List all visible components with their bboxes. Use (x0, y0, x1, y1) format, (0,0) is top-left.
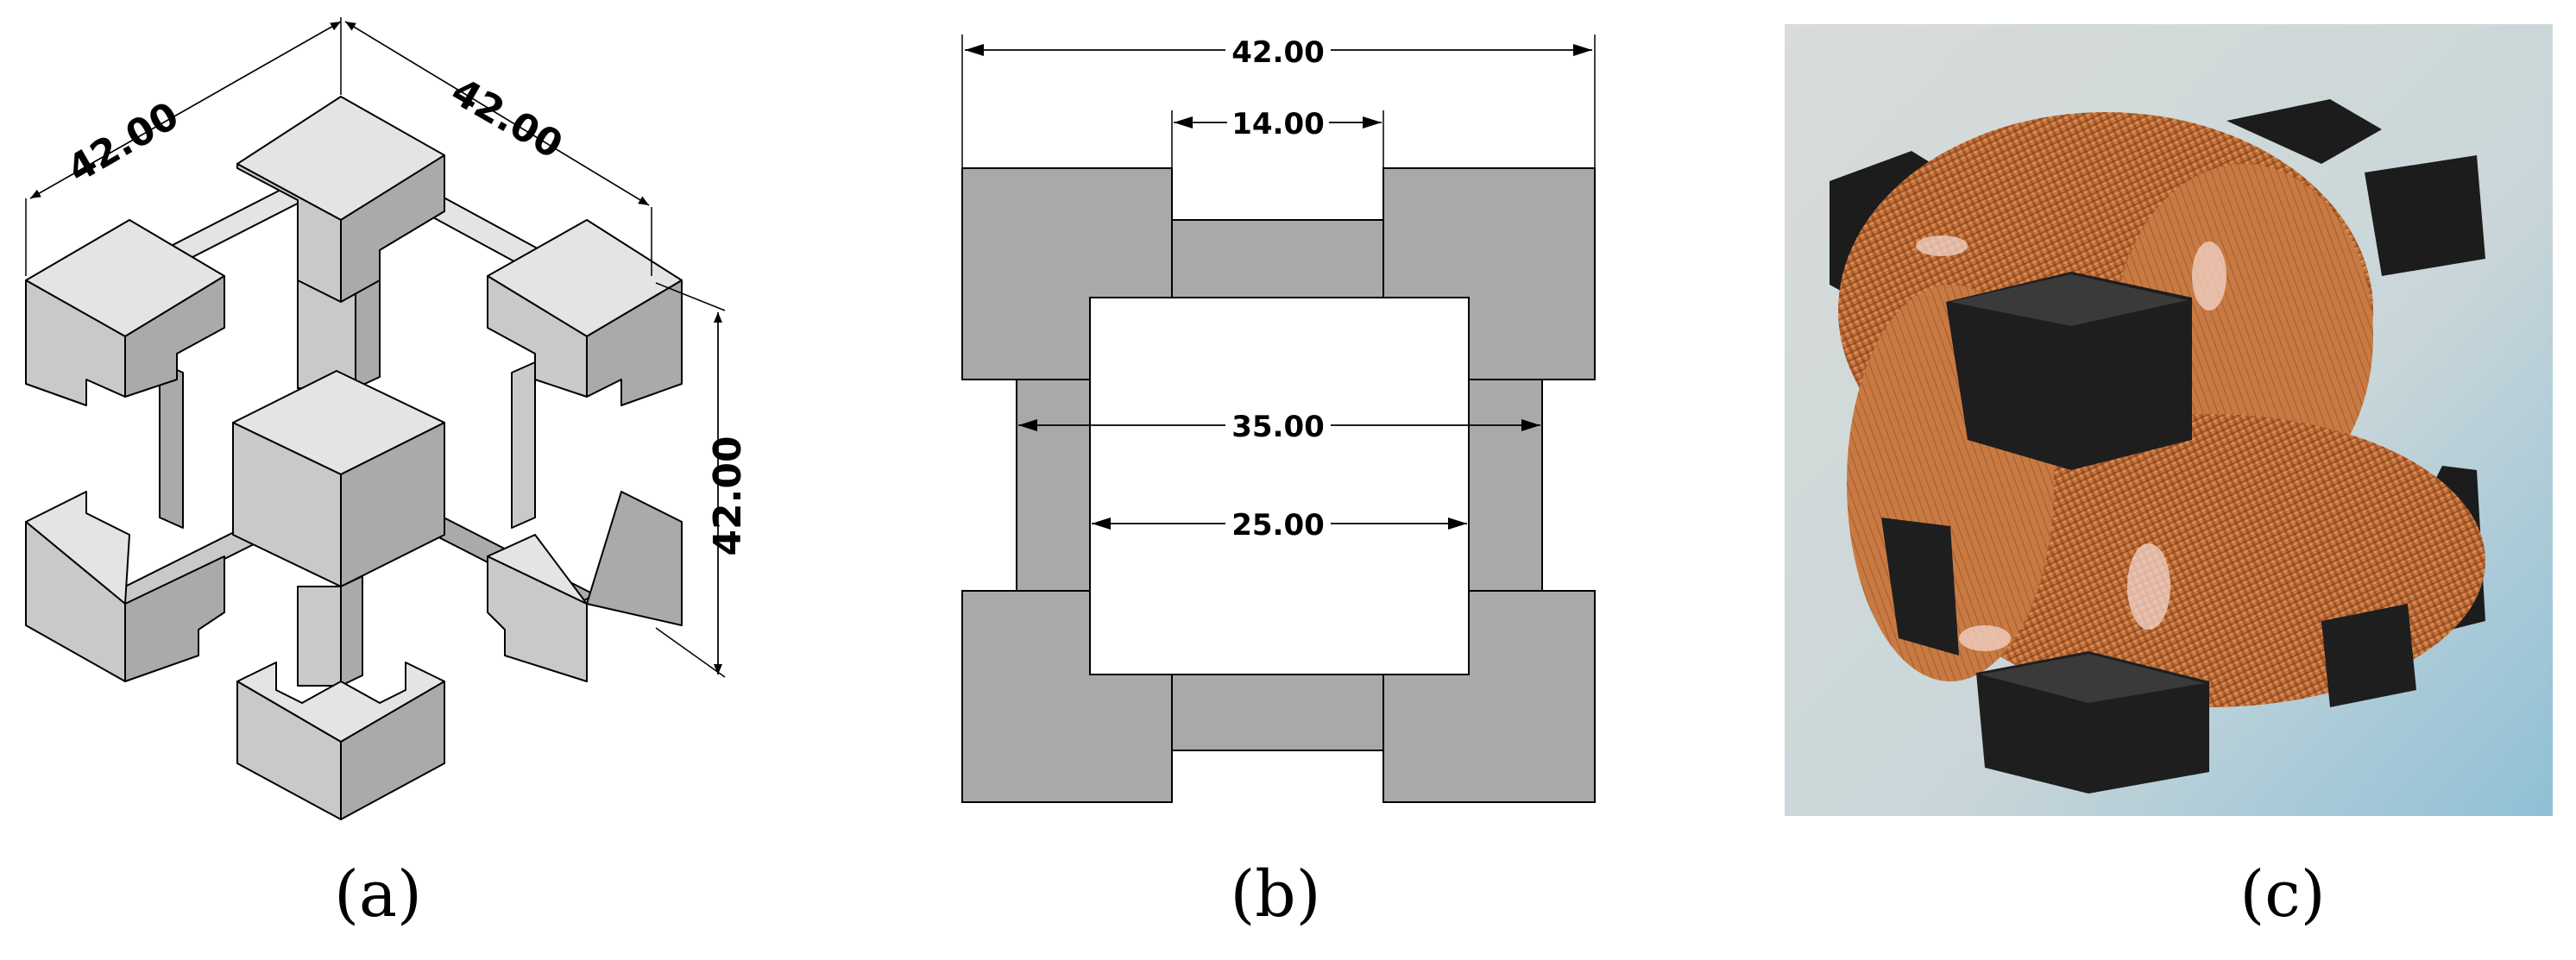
corner-block-bottom (236, 662, 445, 820)
panel-c-photo: (c) (1726, 0, 2576, 960)
dimension-overall-width: 42.00 (1231, 35, 1325, 70)
dimension-label-height: 42.00 (706, 436, 750, 555)
dimension-outer-inner-width: 35.00 (1231, 410, 1325, 444)
panel-a-isometric-view: 42.00 42.00 42.00 (a) (0, 0, 777, 960)
dimension-slot-width: 14.00 (1231, 107, 1325, 141)
corner-top-left (961, 167, 1173, 380)
corner-block-top (236, 96, 445, 303)
caption-a: (a) (334, 857, 422, 932)
isometric-drawing: 42.00 42.00 42.00 (25, 17, 750, 820)
caption-c: (c) (2239, 857, 2326, 932)
right-bar (1468, 379, 1543, 592)
left-bar (1016, 379, 1091, 592)
section-frame (961, 167, 1596, 803)
dimension-label-left: 42.00 (60, 94, 186, 192)
top-bar (1171, 219, 1384, 298)
coil-photo (1785, 24, 2553, 816)
panel-b-front-view: 42.00 14.00 35.00 25.00 (b) (863, 0, 1683, 960)
dimension-inner-width: 25.00 (1231, 508, 1325, 543)
corner-block-right-lower (487, 491, 683, 682)
corner-block-left-lower (25, 491, 225, 682)
corner-block-left-upper (25, 219, 225, 406)
center-cube (232, 370, 445, 587)
corner-block-right-upper (487, 219, 683, 406)
inner-opening (1089, 297, 1470, 675)
bottom-bar (1171, 674, 1384, 751)
glue-spots (1916, 235, 2226, 651)
front-view-drawing: 42.00 14.00 35.00 25.00 (961, 29, 1596, 803)
dimension-label-right: 42.00 (444, 70, 570, 168)
dimension-lines (25, 17, 726, 678)
frame-highlights (1950, 274, 2205, 703)
caption-b: (b) (1230, 857, 1321, 932)
